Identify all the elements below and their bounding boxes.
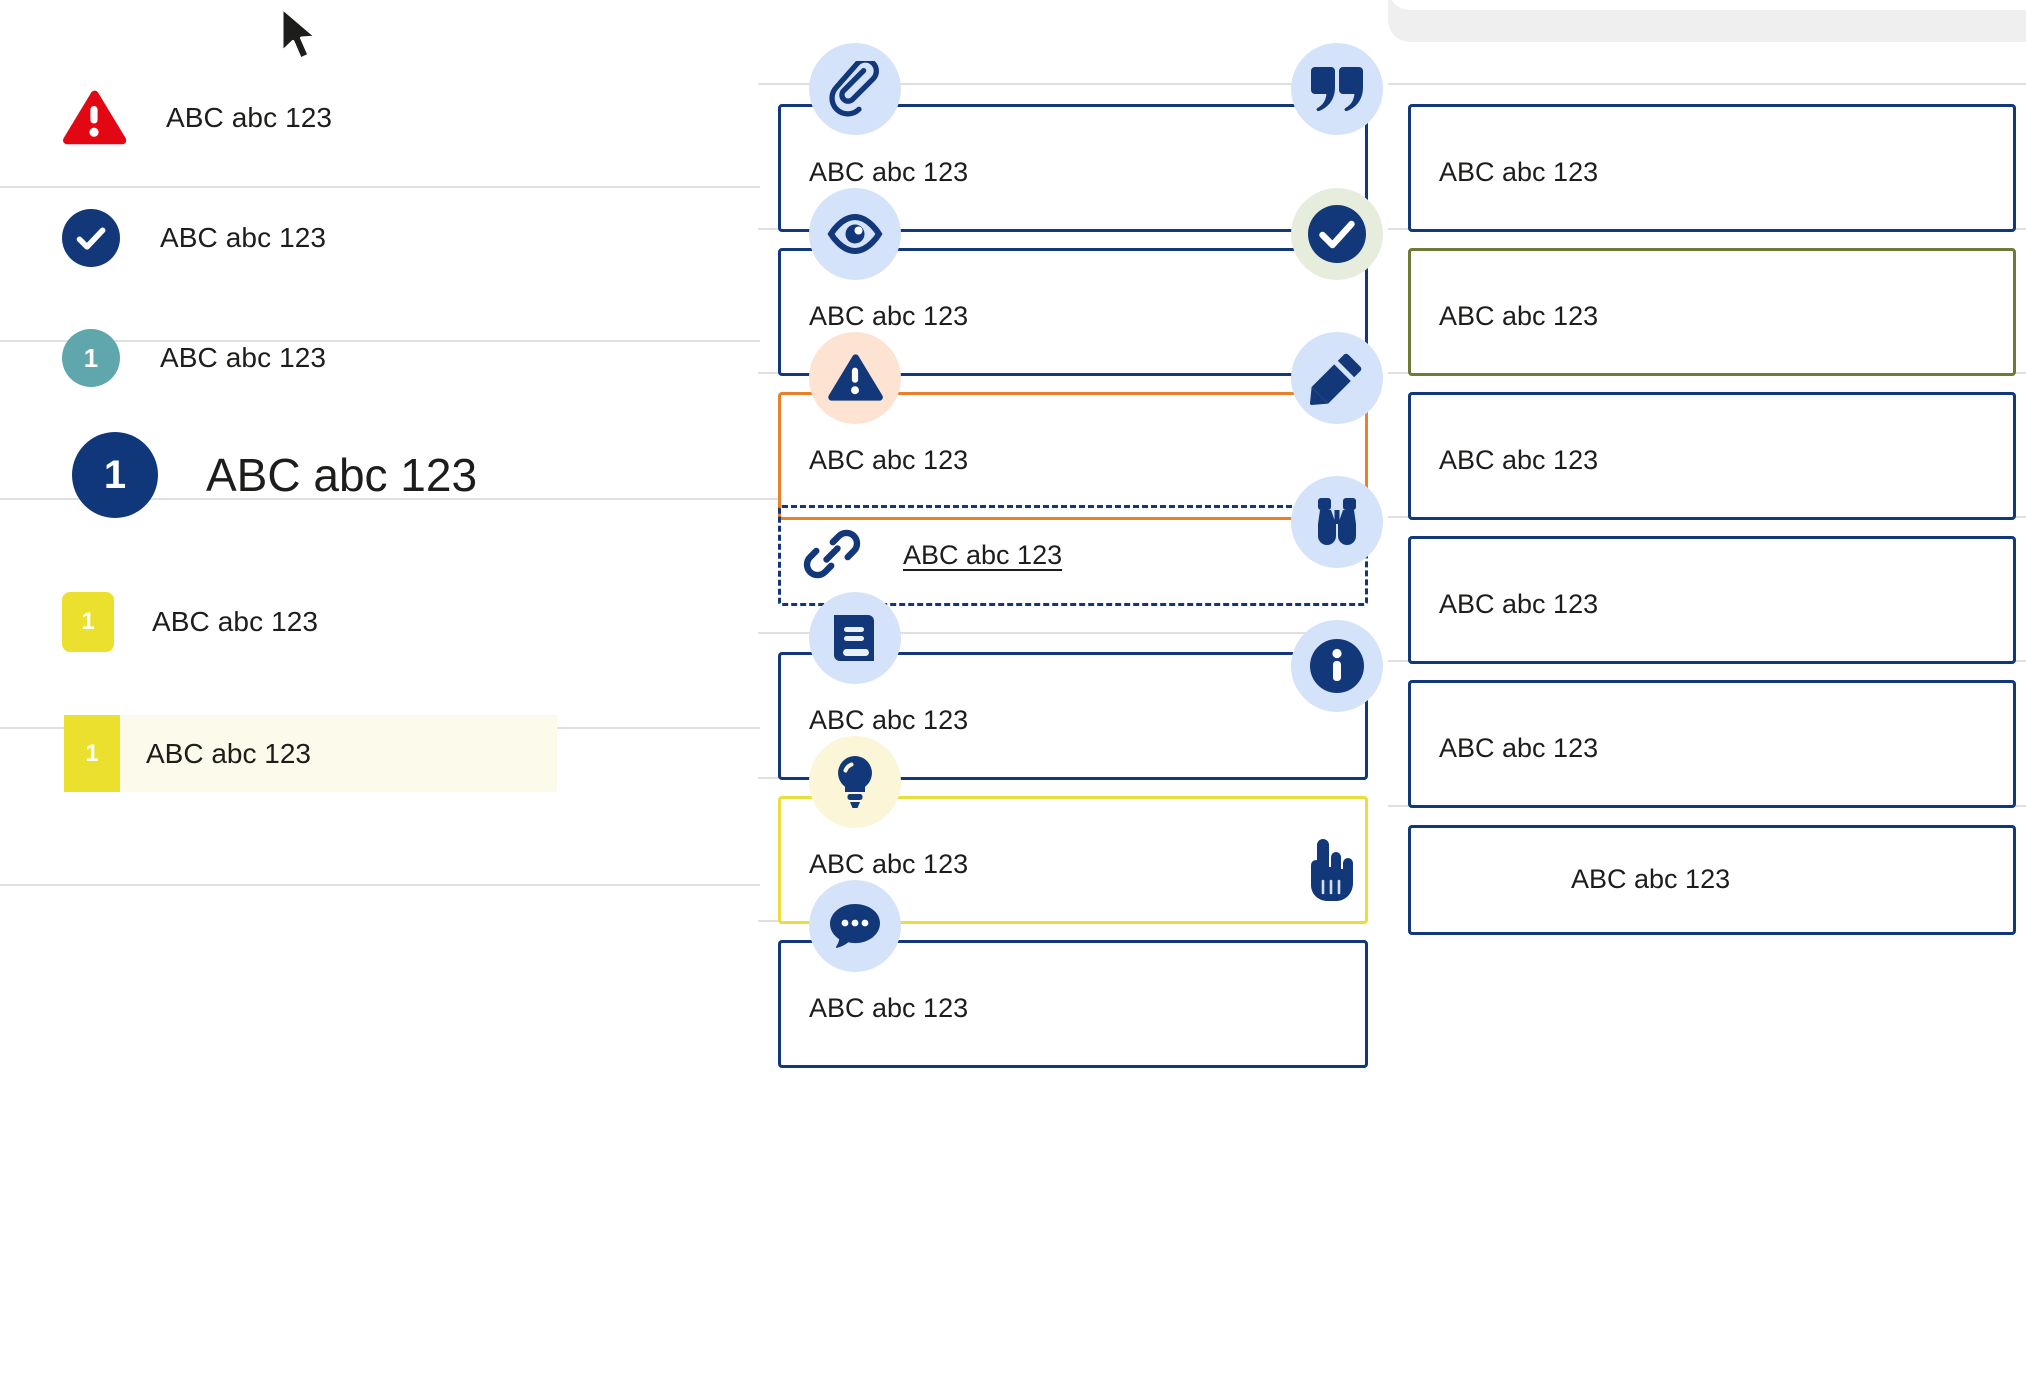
check-circle-icon [62,209,120,267]
binoculars-icon [1291,476,1383,568]
divider [758,632,1366,634]
list-item-label: ABC abc 123 [152,606,319,637]
list-item-label: ABC abc 123 [160,222,327,253]
divider [0,186,760,188]
left-list-column: ABC abc 123 ABC abc 123 1 ABC abc 123 1 … [0,0,760,1392]
card-quote[interactable]: ABC abc 123 [1408,104,2016,232]
card-label: ABC abc 123 [1439,301,1599,331]
list-item[interactable]: 1 ABC abc 123 [0,320,822,396]
book-icon [809,592,901,684]
divider [758,83,1366,85]
card-observe[interactable]: ABC abc 123 [1408,536,2016,664]
card-label: ABC abc 123 [1439,157,1599,187]
divider [1388,83,2026,85]
card-edit[interactable]: ABC abc 123 [1408,392,2016,520]
card-label: ABC abc 123 [809,993,969,1023]
number-badge-teal: 1 [62,329,120,387]
check-circle-icon [1291,188,1383,280]
card-label: ABC abc 123 [809,301,969,331]
pencil-icon [1291,332,1383,424]
divider [0,498,760,500]
info-circle-icon [1291,620,1383,712]
list-item-label-large: ABC abc 123 [206,449,478,501]
warning-triangle-icon [809,332,901,424]
pointing-hand-icon [1282,824,1374,916]
card-link[interactable]: ABC abc 123 [778,505,1368,606]
speech-bubble-icon [809,880,901,972]
list-item[interactable]: ABC abc 123 [0,200,822,276]
list-item-featured[interactable]: 1 ABC abc 123 [0,430,832,520]
paperclip-icon [809,43,901,135]
warning-triangle-icon [62,89,126,147]
list-item-selected[interactable]: 1 ABC abc 123 [64,715,557,792]
list-item-selected-label: ABC abc 123 [146,737,311,769]
list-item-label: ABC abc 123 [160,342,327,373]
card-label: ABC abc 123 [1439,733,1599,763]
divider [0,340,760,342]
number-badge-yellow-selected: 1 [64,715,120,792]
card-action[interactable]: ABC abc 123 [1408,825,2016,935]
link-chain-icon [786,508,878,600]
divider [0,884,760,886]
list-item[interactable]: 1 ABC abc 123 [0,590,822,654]
mouse-pointer-icon [278,6,322,69]
card-link-label[interactable]: ABC abc 123 [903,540,1063,570]
number-badge-navy: 1 [72,432,158,518]
card-label: ABC abc 123 [1439,589,1599,619]
card-label: ABC abc 123 [1439,445,1599,475]
card-label: ABC abc 123 [809,849,969,879]
card-label: ABC abc 123 [809,705,969,735]
quote-marks-icon [1291,43,1383,135]
card-info[interactable]: ABC abc 123 [1408,680,2016,808]
lightbulb-icon [809,736,901,828]
card-approved[interactable]: ABC abc 123 [1408,248,2016,376]
card-label: ABC abc 123 [809,445,969,475]
top-background-panel-white [1388,0,2026,10]
card-label: ABC abc 123 [1571,864,1731,894]
card-label: ABC abc 123 [809,157,969,187]
list-item-label: ABC abc 123 [166,102,333,133]
list-item[interactable]: ABC abc 123 [0,80,822,156]
eye-icon [809,188,901,280]
number-badge-yellow: 1 [62,592,114,652]
